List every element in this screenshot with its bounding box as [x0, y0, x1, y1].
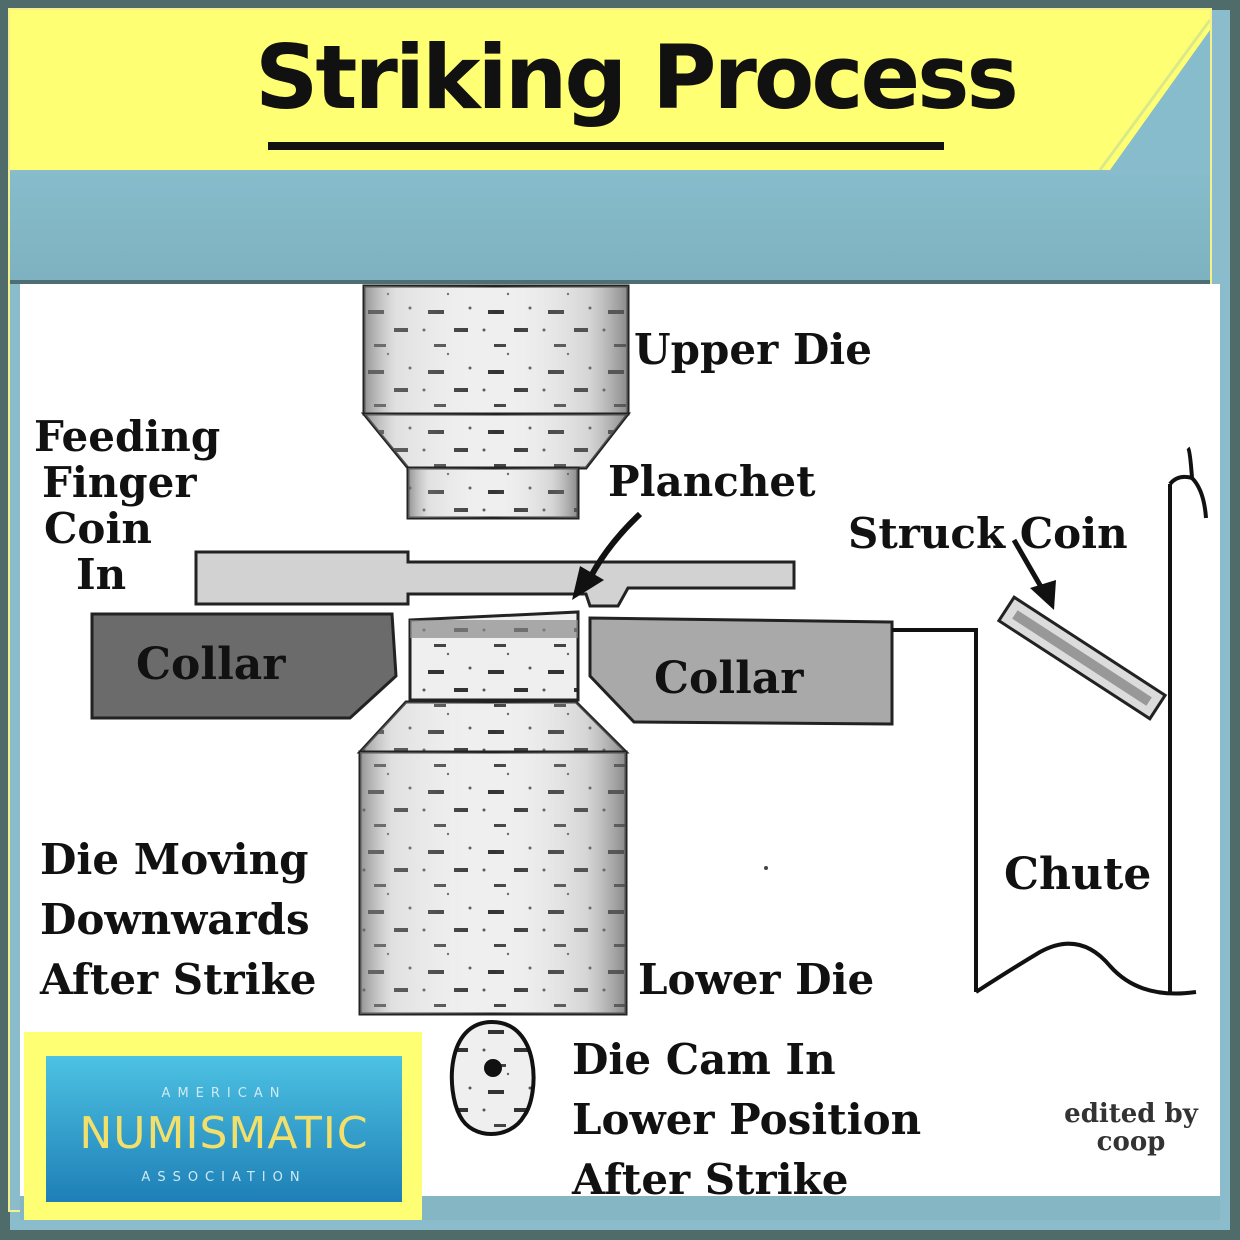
planchet-label: Planchet [608, 457, 816, 506]
corner-sweep-decoration [1098, 19, 1210, 170]
edited-by-line-1: edited by [1064, 1099, 1198, 1129]
die-cam [449, 1019, 536, 1136]
collar-right-label: Collar [654, 653, 804, 704]
upper-die [360, 284, 632, 520]
struck-coin-arrow [1011, 538, 1056, 610]
feeding-finger-line-4: In [76, 550, 127, 599]
feeding-finger-line-1: Feeding [34, 412, 221, 461]
feeding-finger-line-2: Finger [42, 458, 197, 507]
die-moving-line-3: After Strike [40, 955, 317, 1004]
struck-coin-label: Struck Coin [848, 509, 1128, 558]
planchet-shape [408, 610, 580, 702]
upper-die-label: Upper Die [634, 325, 872, 374]
ana-logo: AMERICAN NUMISMATIC ASSOCIATION [46, 1056, 402, 1202]
collar-left-label: Collar [136, 639, 286, 690]
chute-label: Chute [1004, 849, 1152, 900]
lower-die-label: Lower Die [638, 955, 875, 1004]
blue-band [10, 172, 1210, 284]
ana-logo-line-2: NUMISMATIC [79, 1108, 369, 1159]
die-moving-line-1: Die Moving [40, 835, 309, 884]
die-cam-line-3: After Strike [572, 1155, 849, 1204]
collar-left-shape [90, 612, 398, 720]
die-moving-label: Die Moving Downwards After Strike [40, 830, 316, 1010]
feeding-finger [194, 550, 796, 608]
feeding-finger-line-3: Coin [44, 504, 152, 553]
ana-logo-line-1: AMERICAN [161, 1086, 287, 1101]
struck-coin-shape [996, 595, 1168, 721]
die-cam-label: Die Cam In Lower Position After Strike [572, 1030, 921, 1210]
chute [892, 446, 1208, 996]
edited-by-label: edited by coop [1056, 1100, 1206, 1156]
ana-logo-line-3: ASSOCIATION [141, 1170, 307, 1185]
stray-dot [764, 866, 768, 870]
lower-die [356, 700, 630, 1016]
die-cam-line-2: Lower Position [572, 1095, 922, 1144]
die-moving-line-2: Downwards [40, 895, 310, 944]
title-underline [268, 142, 944, 150]
page-title: Striking Process [255, 26, 1019, 129]
die-cam-line-1: Die Cam In [572, 1035, 836, 1084]
feeding-finger-label: Feeding Finger Coin In [34, 414, 220, 598]
collar-right-shape [588, 616, 894, 726]
edited-by-line-2: coop [1096, 1127, 1166, 1157]
planchet-arrow [572, 511, 643, 600]
